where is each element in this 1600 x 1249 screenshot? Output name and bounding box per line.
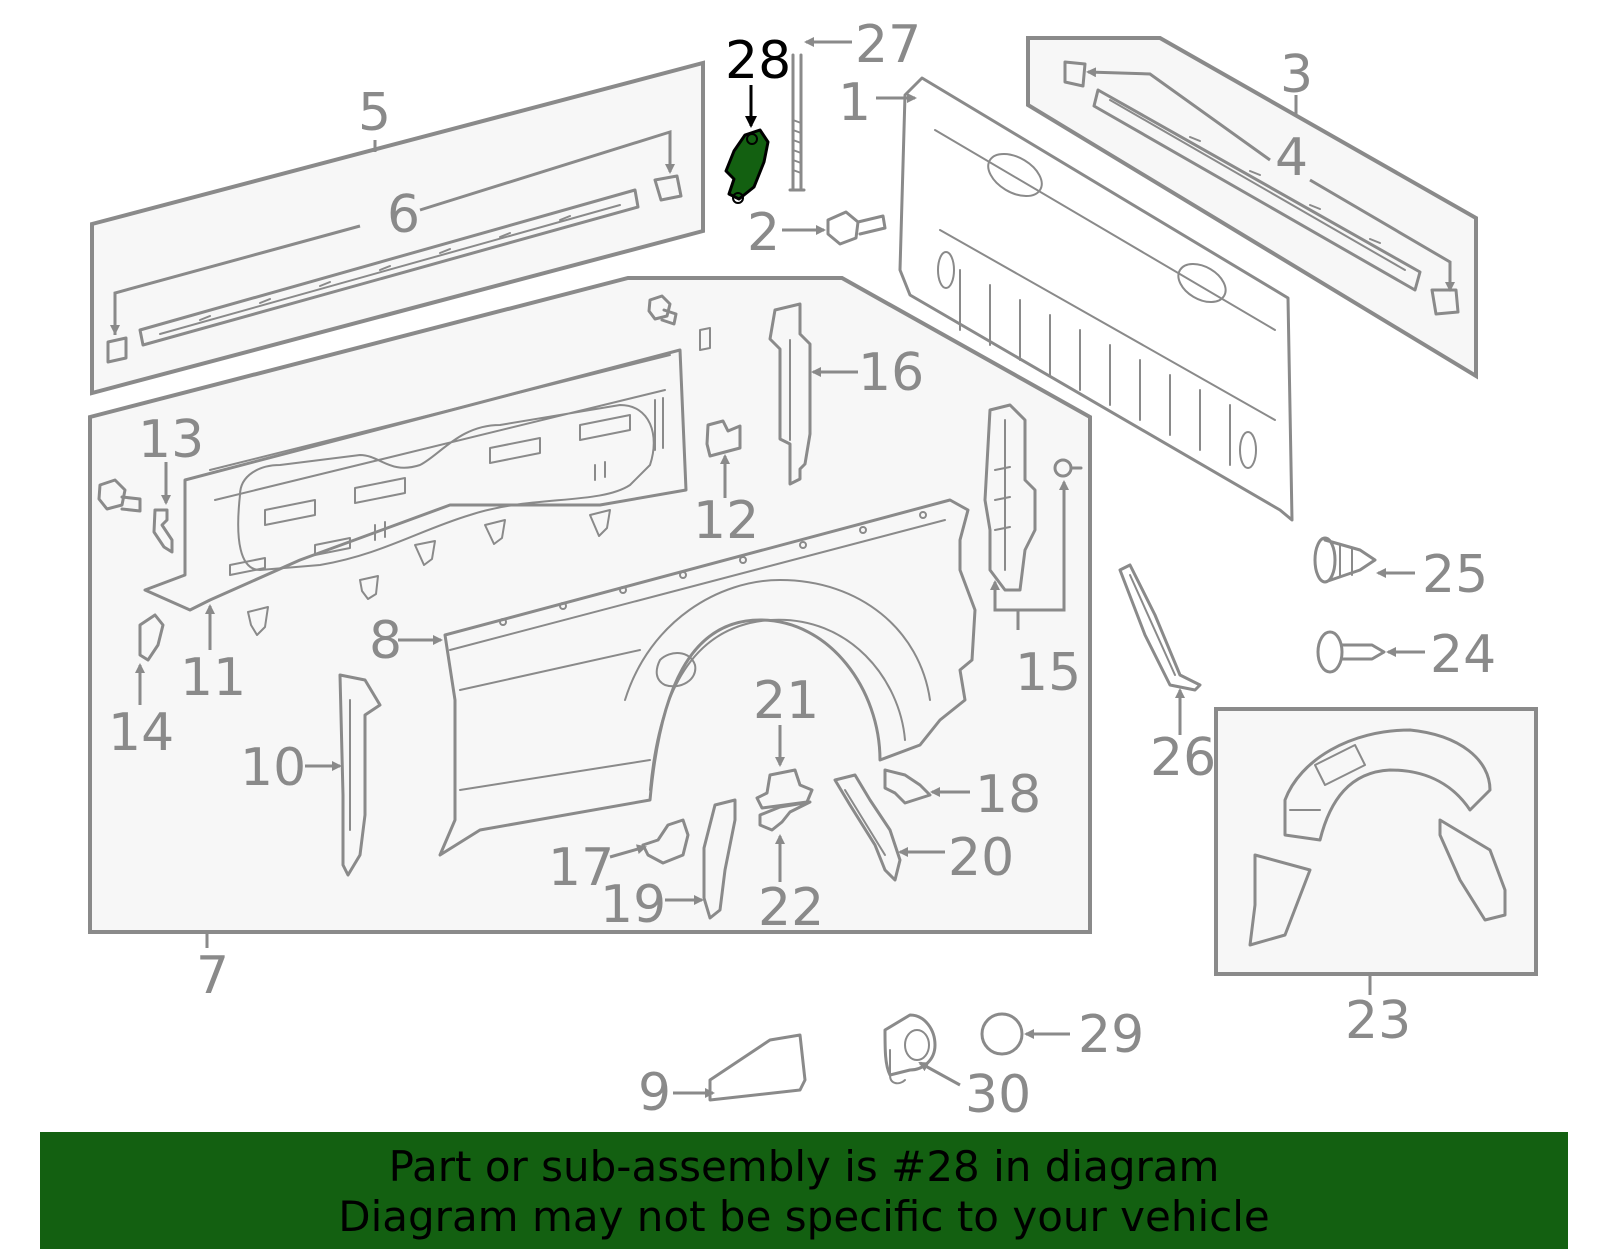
part-16-pillar — [768, 302, 858, 486]
callout-16: 16 — [858, 343, 924, 403]
callout-10: 10 — [240, 738, 306, 798]
callout-21: 21 — [753, 671, 819, 731]
part-8-outer-side — [398, 498, 977, 857]
part-20-bracket — [833, 773, 945, 882]
part-19-pillar — [665, 798, 737, 920]
callout-9: 9 — [638, 1063, 671, 1123]
part-27-stud — [788, 37, 852, 192]
part-26-brace — [1118, 563, 1202, 735]
callout-3: 3 — [1280, 45, 1313, 105]
part-10-pillar — [305, 673, 382, 877]
callout-7: 7 — [196, 946, 229, 1006]
callout-11: 11 — [180, 648, 246, 708]
part-22-bracket — [758, 800, 812, 882]
panel-group-7 — [88, 276, 1092, 934]
callout-25: 25 — [1422, 545, 1488, 605]
part-11-inner-panel — [143, 348, 688, 650]
callout-22: 22 — [758, 878, 824, 938]
callout-17: 17 — [548, 838, 614, 898]
callout-20: 20 — [948, 828, 1014, 888]
callout-24: 24 — [1430, 625, 1496, 685]
part-25-clip — [1313, 536, 1415, 584]
callout-15: 15 — [1015, 643, 1081, 703]
banner-line-2: Diagram may not be specific to your vehi… — [338, 1192, 1270, 1241]
part-18-bracket — [883, 768, 970, 805]
part-14-bracket — [135, 613, 165, 705]
part-15-bracket-set — [983, 403, 1083, 630]
callout-13: 13 — [138, 410, 204, 470]
part-28-highlighted-bracket — [724, 85, 770, 204]
panel-group-3 — [1026, 36, 1478, 380]
part-17-bracket — [609, 818, 690, 865]
callout-8: 8 — [369, 611, 402, 671]
part-6-side-rail — [106, 129, 683, 364]
part-12-bracket — [705, 419, 742, 498]
callout-19: 19 — [600, 875, 666, 935]
banner-line-1: Part or sub-assembly is #28 in diagram — [388, 1142, 1220, 1191]
callout-18: 18 — [975, 765, 1041, 825]
part-13-bolt — [97, 462, 174, 554]
callout-4: 4 — [1275, 128, 1308, 188]
part-9-bracket — [673, 1033, 807, 1102]
callout-2: 2 — [747, 203, 780, 263]
info-banner: Part or sub-assembly is #28 in diagram D… — [40, 1132, 1568, 1249]
callout-27: 27 — [855, 15, 921, 75]
callout-28-highlighted: 28 — [725, 31, 791, 91]
part-2-bolt — [782, 210, 887, 246]
callout-1: 1 — [838, 73, 871, 133]
part-4-top-rail — [1063, 60, 1460, 316]
callout-14: 14 — [108, 703, 174, 763]
callout-26: 26 — [1150, 728, 1216, 788]
panel-clips — [247, 294, 711, 636]
panel-group-23 — [1214, 707, 1538, 976]
part-29-plug — [980, 1012, 1070, 1056]
callout-12: 12 — [693, 491, 759, 551]
callout-30: 30 — [965, 1065, 1031, 1125]
part-1-front-panel — [876, 76, 1294, 522]
callout-29: 29 — [1078, 1005, 1144, 1065]
callout-6: 6 — [387, 185, 420, 245]
part-24-screw — [1316, 630, 1425, 674]
callout-23: 23 — [1345, 991, 1411, 1051]
part-30-housing — [883, 1013, 961, 1087]
part-23-wheelhouse-liner — [1248, 728, 1507, 995]
callout-5: 5 — [358, 83, 391, 143]
